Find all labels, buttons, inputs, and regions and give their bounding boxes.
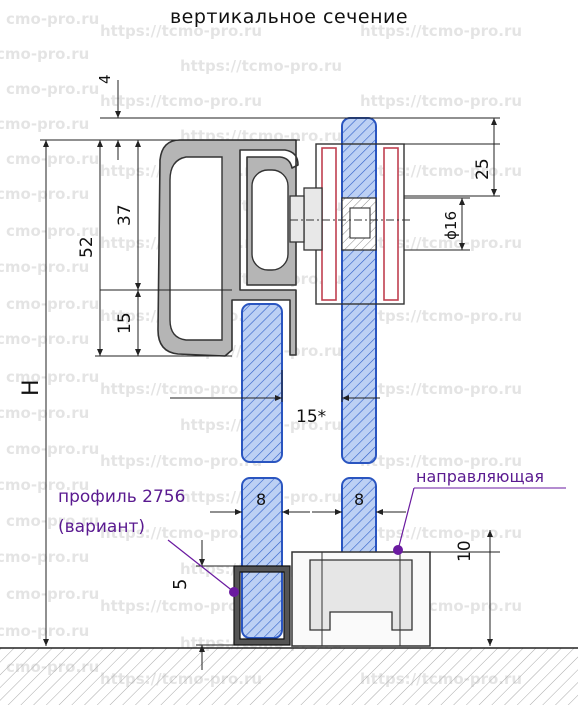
watermark-long: https://tcmo-pro.ru <box>100 452 263 470</box>
watermark-long: https://tcmo-pro.ru <box>360 307 523 325</box>
dim-52: 52 <box>77 236 97 258</box>
wheel-assembly <box>289 143 410 305</box>
glass-panel-left <box>241 303 283 639</box>
dim-25: 25 <box>473 158 493 180</box>
watermark-short: cmo-pro.ru <box>0 45 90 63</box>
watermark-short: cmo-pro.ru <box>6 585 100 603</box>
watermark-short: cmo-pro.ru <box>6 222 100 240</box>
watermark-short: cmo-pro.ru <box>6 512 100 530</box>
watermark-long: https://tcmo-pro.ru <box>360 162 523 180</box>
watermark-long: https://tcmo-pro.ru <box>360 452 523 470</box>
dim-15-star: 15* <box>296 407 326 427</box>
handle-profile <box>157 139 299 357</box>
watermark-long: https://tcmo-pro.ru <box>360 524 523 542</box>
bottom-u-profile <box>233 565 291 646</box>
dim-8-left: 8 <box>256 490 266 509</box>
dim-37: 37 <box>115 204 135 226</box>
label-profile-line2: (вариант) <box>58 517 145 537</box>
watermark-short: cmo-pro.ru <box>6 368 100 386</box>
label-profile-line1: профиль 2756 <box>58 487 185 507</box>
floor-guide <box>291 551 431 647</box>
dim-5: 5 <box>170 579 191 590</box>
dimension-lines <box>40 80 500 670</box>
dim-phi16: ϕ16 <box>442 211 460 240</box>
glass-panel-right <box>341 117 377 607</box>
dim-8-right: 8 <box>354 490 364 509</box>
profile-marker <box>229 587 239 597</box>
dim-10: 10 <box>455 540 475 562</box>
watermark-long: https://tcmo-pro.ru <box>100 380 263 398</box>
watermark-short: cmo-pro.ru <box>6 440 100 458</box>
callouts: профиль 2756 (вариант) направляющая <box>58 467 566 597</box>
watermark-long: https://tcmo-pro.ru <box>100 524 263 542</box>
watermark-long: https://tcmo-pro.ru <box>100 22 263 40</box>
watermark-short: cmo-pro.ru <box>6 150 100 168</box>
watermark-long: https://tcmo-pro.ru <box>360 234 523 252</box>
watermark-long: https://tcmo-pro.ru <box>360 380 523 398</box>
guide-marker <box>393 545 403 555</box>
watermark-long: https://tcmo-pro.ru <box>100 597 263 615</box>
floor <box>0 647 578 705</box>
label-guide: направляющая <box>416 467 544 486</box>
watermark-long: https://tcmo-pro.ru <box>100 92 263 110</box>
watermark-short: cmo-pro.ru <box>6 10 100 28</box>
watermark-long: https://tcmo-pro.ru <box>180 57 343 75</box>
watermark-short: cmo-pro.ru <box>6 80 100 98</box>
watermark-short: cmo-pro.ru <box>6 295 100 313</box>
drawing-title: вертикальное сечение <box>169 6 409 28</box>
dimension-values: 4 52 37 15 H 25 ϕ16 15* 8 8 5 10 <box>19 74 493 590</box>
watermark-short: cmo-pro.ru <box>0 115 90 133</box>
watermark-long: https://tcmo-pro.ru <box>360 92 523 110</box>
dim-h: H <box>19 379 44 396</box>
watermark-long: https://tcmo-pro.ru <box>360 22 523 40</box>
dim-15: 15 <box>115 312 135 334</box>
dim-4: 4 <box>96 74 114 84</box>
